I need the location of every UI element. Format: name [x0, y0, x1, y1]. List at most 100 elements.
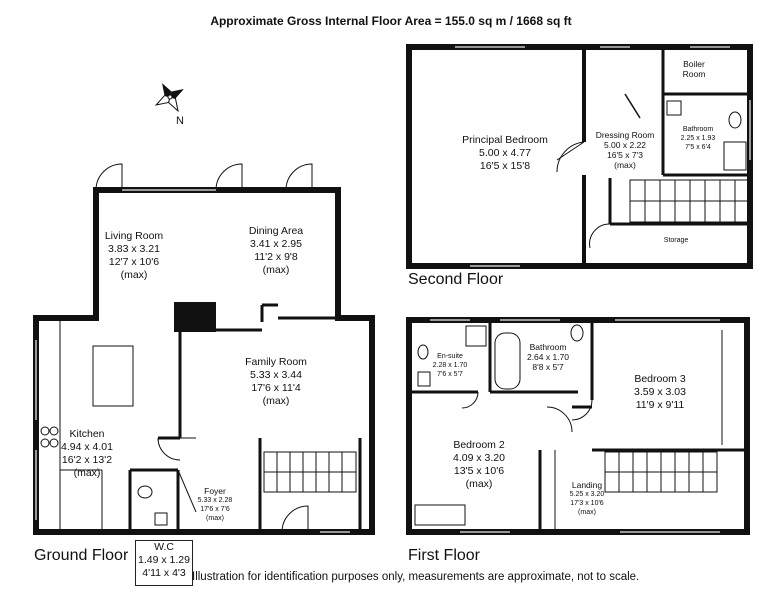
room-name: W.C [154, 541, 174, 553]
room-imperial: 16'5 x 15'8 [479, 160, 531, 172]
room-imperial: 16'2 x 13'2 [61, 454, 113, 466]
ground-floor-plan [33, 163, 375, 535]
room-metric: 2.64 x 1.70 [526, 352, 570, 362]
room-metric: 3.83 x 3.21 [108, 243, 160, 255]
room-imperial: 17'3 x 10'6 [570, 500, 604, 507]
toilet [570, 324, 584, 342]
room-metric: 5.33 x 2.28 [197, 497, 233, 504]
room-metric: 4.09 x 3.20 [453, 452, 505, 464]
room-metric: 2.28 x 1.70 [432, 362, 468, 369]
windows [455, 46, 751, 267]
door-swing [215, 163, 243, 191]
room-name: En-suite [437, 353, 463, 360]
room-bedroom-3: Bedroom 3 3.59 x 3.03 11'9 x 9'11 [620, 373, 700, 412]
room-note: (max) [262, 264, 290, 276]
room-en-suite: En-suite 2.28 x 1.70 7'6 x 5'7 [428, 352, 472, 379]
disclaimer-footer: Illustration for identification purposes… [192, 571, 640, 583]
room-imperial: 11'9 x 9'11 [635, 399, 685, 411]
first-floor-plan [406, 317, 750, 535]
room-note: (max) [206, 515, 224, 522]
door-swing [556, 141, 585, 173]
room-name: Bedroom 2 [453, 439, 505, 451]
compass-north-label: N [176, 115, 184, 127]
bathtub [494, 332, 521, 390]
second-floor-label: Second Floor [408, 271, 504, 288]
room-name: Family Room [245, 356, 307, 368]
room-principal-bedroom: Principal Bedroom 5.00 x 4.77 16'5 x 15'… [445, 134, 565, 173]
room-name: Principal Bedroom [462, 134, 548, 146]
compass-rose-icon [154, 83, 184, 113]
ground-floor-label: Ground Floor [34, 547, 129, 564]
room-wc: W.C 1.49 x 1.29 4'11 x 4'3 [135, 540, 193, 586]
room-metric: 1.49 x 1.29 [138, 554, 190, 566]
second-floor-plan [406, 44, 753, 269]
room-imperial: 7'5 x 6'4 [685, 144, 711, 151]
toilet [417, 344, 429, 360]
door-leaf [556, 141, 585, 161]
room-note: (max) [578, 509, 596, 516]
room-boiler-room: Boiler Room [670, 59, 718, 79]
room-name: Kitchen [69, 428, 105, 440]
room-kitchen: Kitchen 4.94 x 4.01 16'2 x 13'2 (max) [58, 428, 116, 480]
ground-floor-stairs [263, 451, 357, 493]
hob-burner [49, 426, 59, 436]
hob-burner [49, 438, 59, 448]
room-storage: Storage [650, 236, 702, 245]
room-metric: 5.00 x 4.77 [479, 147, 531, 159]
room-name: Boiler [683, 59, 705, 69]
room-bathroom-first: Bathroom 2.64 x 1.70 8'8 x 5'7 [520, 342, 576, 372]
room-living-room: Living Room 3.83 x 3.21 12'7 x 10'6 (max… [100, 230, 168, 282]
room-landing: Landing 5.25 x 3.20 17'3 x 10'6 (max) [558, 480, 616, 517]
second-floor-stairs [629, 179, 749, 223]
room-metric: 5.00 x 2.22 [603, 140, 647, 150]
toilet [137, 485, 153, 499]
door-swing [157, 437, 181, 461]
first-floor-outline [406, 317, 750, 535]
room-metric: 5.33 x 3.44 [250, 369, 302, 381]
room-metric: 5.25 x 3.20 [569, 491, 605, 498]
room-name: Foyer [204, 486, 226, 496]
room-note: (max) [614, 160, 636, 170]
door-swing [589, 223, 611, 249]
room-metric: 3.41 x 2.95 [250, 238, 302, 250]
windows [35, 189, 350, 533]
room-imperial: 4'11 x 4'3 [142, 567, 186, 579]
room-dining-area: Dining Area 3.41 x 2.95 11'2 x 9'8 (max) [240, 225, 312, 277]
room-family-room: Family Room 5.33 x 3.44 17'6 x 11'4 (max… [236, 356, 316, 408]
first-floor-label: First Floor [408, 547, 480, 564]
hob-burner [40, 438, 50, 448]
room-name: Living Room [104, 230, 164, 242]
wardrobe [414, 504, 466, 526]
room-imperial: 12'7 x 10'6 [108, 256, 160, 268]
chimney [174, 302, 216, 332]
room-metric: 3.59 x 3.03 [634, 386, 686, 398]
room-foyer: Foyer 5.33 x 2.28 17'6 x 7'6 (max) [190, 486, 240, 523]
room-imperial: 11'2 x 9'8 [254, 251, 298, 263]
room-metric: 4.94 x 4.01 [61, 441, 113, 453]
hob-burner [40, 426, 50, 436]
door-swing [177, 469, 197, 513]
room-name: Dressing Room [595, 130, 655, 140]
door-swing [95, 163, 123, 191]
door-swing [546, 406, 573, 433]
room-imperial: 17'6 x 7'6 [200, 506, 230, 513]
room-imperial: 17'6 x 11'4 [251, 382, 301, 394]
room-dressing-room: Dressing Room 5.00 x 2.22 16'5 x 7'3 (ma… [588, 130, 662, 170]
door-swing [285, 163, 313, 191]
room-imperial: 8'8 x 5'7 [532, 362, 564, 372]
room-name: Storage [663, 237, 689, 244]
room-note: (max) [120, 269, 148, 281]
floor-area-title: Approximate Gross Internal Floor Area = … [210, 14, 572, 28]
room-imperial: 7'6 x 5'7 [437, 371, 463, 378]
room-name: Bedroom 3 [634, 373, 686, 385]
room-metric: 2.25 x 1.93 [680, 135, 716, 142]
room-note: (max) [465, 478, 493, 490]
door-swing [461, 391, 479, 409]
room-note: (max) [262, 395, 290, 407]
door-swing [571, 399, 593, 421]
ground-floor-outline [33, 187, 375, 535]
basin [154, 512, 168, 526]
shower-tray [723, 141, 747, 171]
basin [666, 100, 682, 116]
